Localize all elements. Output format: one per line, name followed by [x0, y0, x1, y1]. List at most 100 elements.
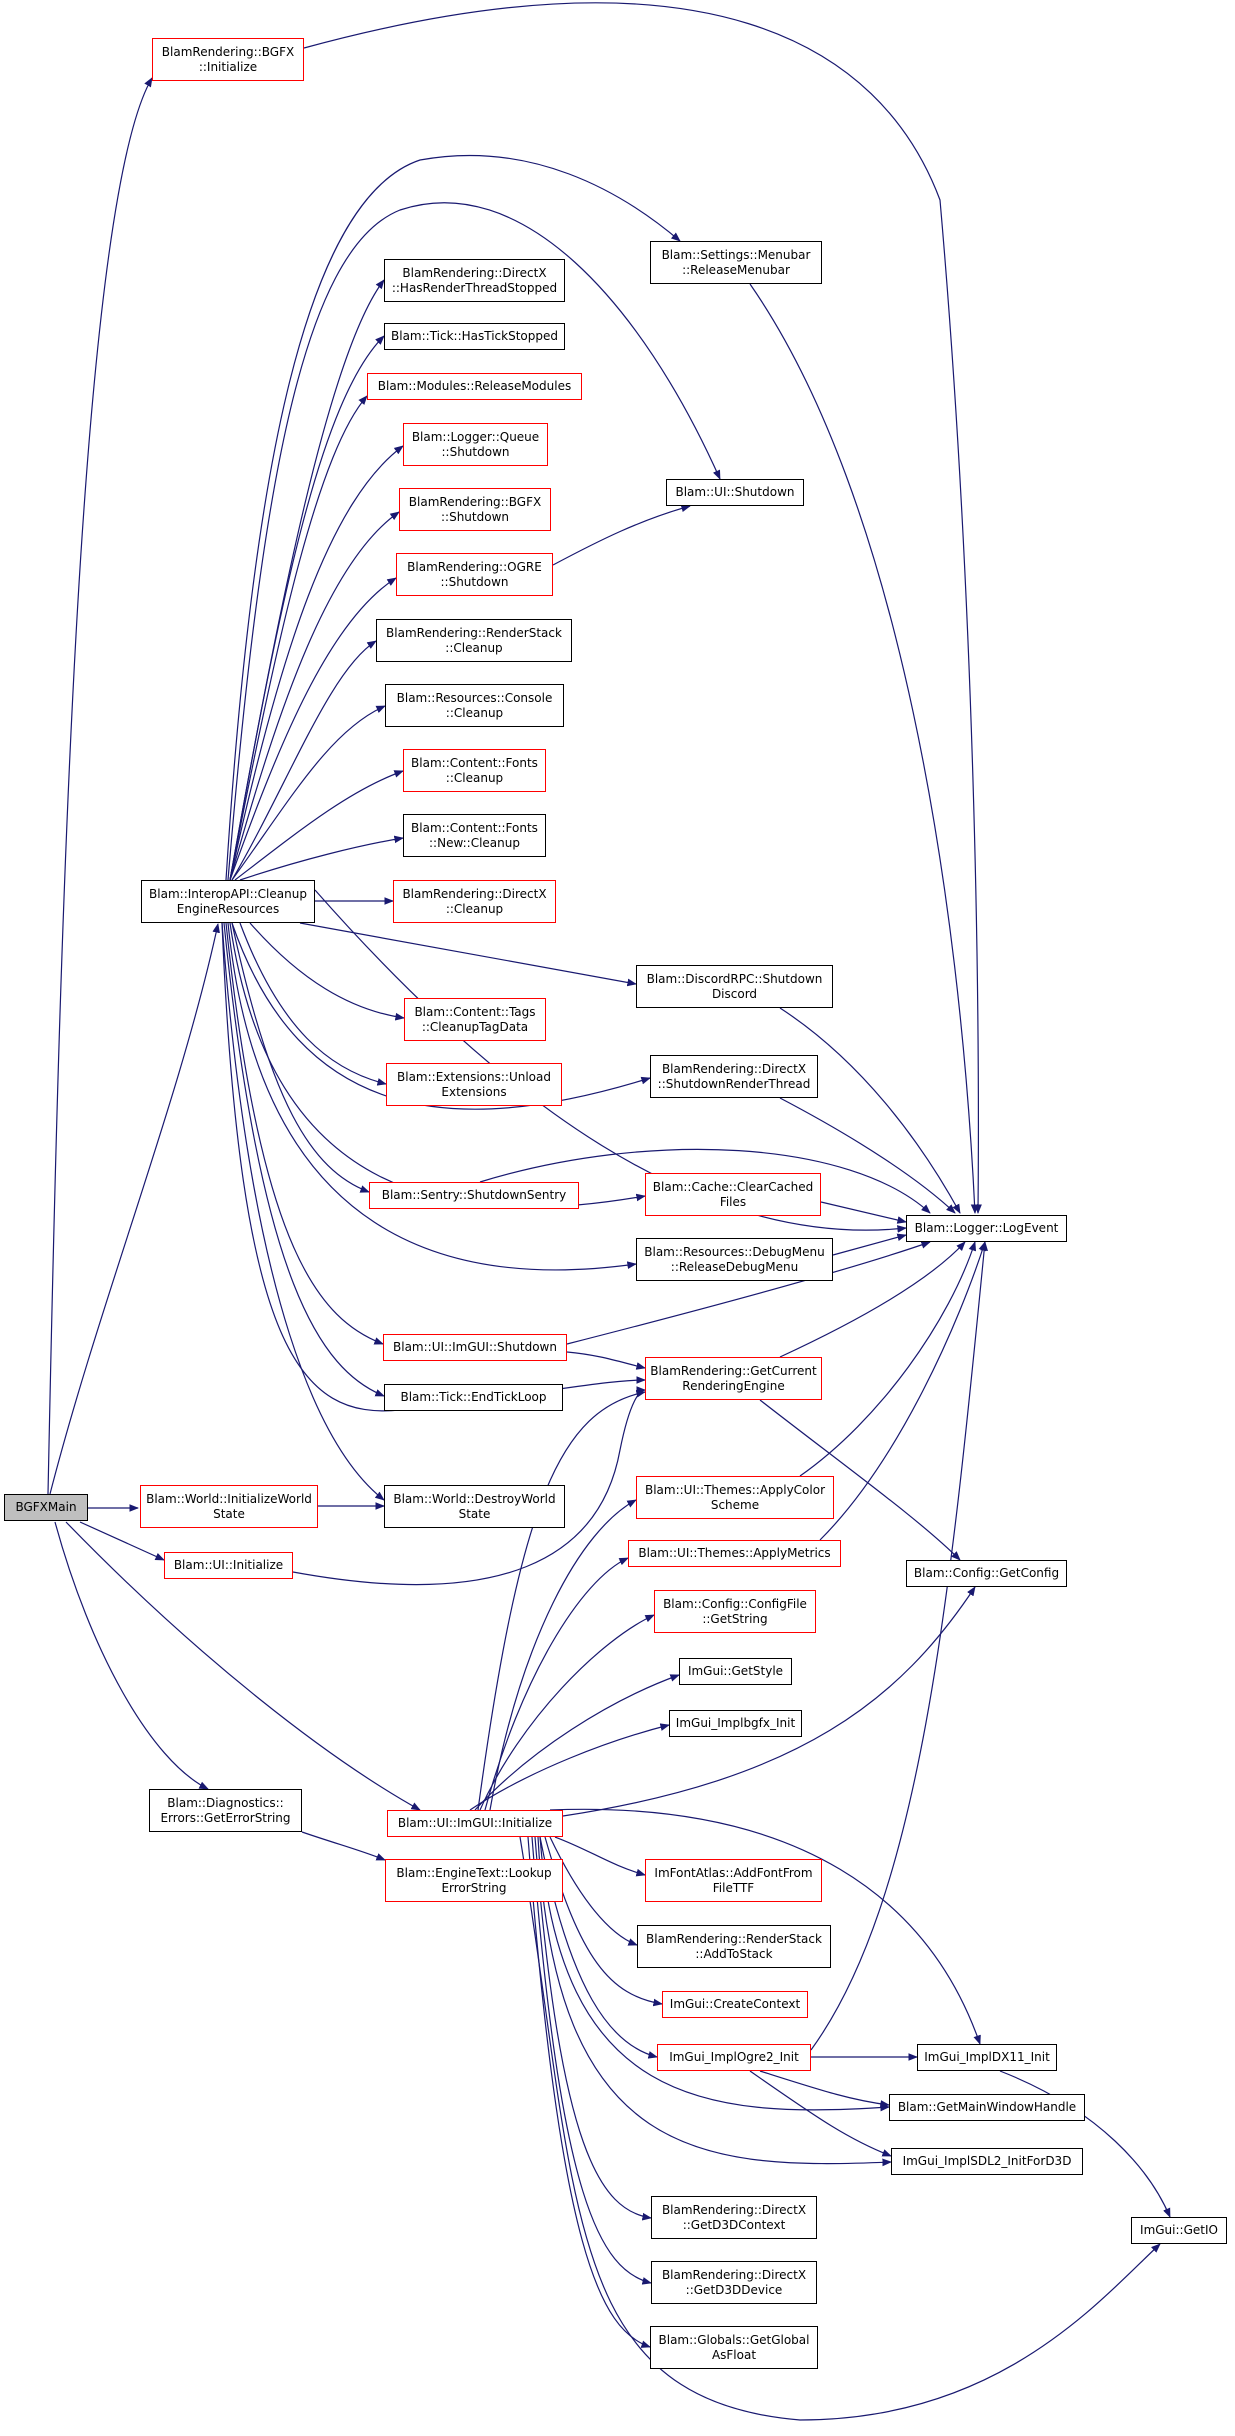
edge-interop-hastick	[229, 335, 385, 881]
node-directx-shutdownrenderthread[interactable]: BlamRendering::DirectX ::ShutdownRenderT…	[650, 1055, 818, 1098]
node-getmainwindowhandle[interactable]: Blam::GetMainWindowHandle	[889, 2094, 1085, 2121]
node-ui-themes-applymetrics[interactable]: Blam::UI::Themes::ApplyMetrics	[628, 1540, 841, 1567]
edge-menubar-logevent	[749, 283, 979, 1214]
edge-imguiinit-getio	[519, 1836, 1161, 2421]
edge-diag-lookup	[301, 1831, 386, 1861]
node-config-getconfig[interactable]: Blam::Config::GetConfig	[906, 1560, 1067, 1587]
node-imgui-getio[interactable]: ImGui::GetIO	[1131, 2217, 1227, 2244]
node-world-destroyworldstate[interactable]: Blam::World::DestroyWorld State	[384, 1485, 565, 1528]
node-renderstack-addtostack[interactable]: BlamRendering::RenderStack ::AddToStack	[637, 1925, 831, 1968]
node-ui-initialize[interactable]: Blam::UI::Initialize	[164, 1552, 293, 1579]
edge-imguiinit-sdl2	[537, 1836, 892, 2167]
edge-interop-menubar	[225, 154, 681, 881]
node-discordrpc-shutdown[interactable]: Blam::DiscordRPC::Shutdown Discord	[636, 965, 833, 1008]
node-settings-menubar-release[interactable]: Blam::Settings::Menubar ::ReleaseMenubar	[650, 241, 822, 284]
edge-interop-fontsnew	[239, 835, 404, 881]
node-directx-getd3dcontext[interactable]: BlamRendering::DirectX ::GetD3DContext	[651, 2196, 817, 2239]
node-globals-getglobalasfloat[interactable]: Blam::Globals::GetGlobal AsFloat	[650, 2326, 818, 2369]
edge-imguiinit-globalfloat	[527, 1836, 651, 2348]
edge-imguiinit-fontatlas	[554, 1836, 646, 1877]
node-getcurrentrenderingengine[interactable]: BlamRendering::GetCurrent RenderingEngin…	[645, 1357, 822, 1400]
edge-interop-getcurrent	[221, 922, 646, 1412]
node-modules-releasemodules[interactable]: Blam::Modules::ReleaseModules	[367, 373, 582, 400]
edge-imguiinit-dx11	[549, 1808, 981, 2045]
node-imgui-implogre2-init[interactable]: ImGui_ImplOgre2_Init	[657, 2044, 811, 2071]
node-content-fonts-new-cleanup[interactable]: Blam::Content::Fonts ::New::Cleanup	[403, 814, 546, 857]
edge-ogre-uishutdown	[552, 504, 691, 566]
node-logger-queue-shutdown[interactable]: Blam::Logger::Queue ::Shutdown	[403, 423, 548, 466]
edge-imguishut-logevent	[566, 1241, 931, 1345]
edge-debugmenu-logevent	[832, 1233, 907, 1256]
edge-imguiinit-getconfig	[562, 1586, 976, 1817]
edge-ogre2-logevent	[810, 1241, 988, 2051]
node-extensions-unload[interactable]: Blam::Extensions::Unload Extensions	[386, 1063, 562, 1106]
node-directx-hasrenderthreadstopped[interactable]: BlamRendering::DirectX ::HasRenderThread…	[384, 259, 565, 302]
edge-getcurrent-getconfig	[759, 1399, 961, 1561]
node-diagnostics-geterrorstring[interactable]: Blam::Diagnostics:: Errors::GetErrorStri…	[149, 1789, 302, 1832]
edge-cache-logevent	[820, 1201, 907, 1224]
node-imfontatlas-addfontfromfilettf[interactable]: ImFontAtlas::AddFontFrom FileTTF	[645, 1859, 822, 1902]
node-ui-imgui-initialize[interactable]: Blam::UI::ImGUI::Initialize	[387, 1810, 563, 1837]
edge-interop-ogreshut	[229, 577, 397, 881]
edge-colorscheme-logevent	[799, 1241, 977, 1477]
node-sentry-shutdown[interactable]: Blam::Sentry::ShutdownSentry	[369, 1182, 579, 1209]
node-imgui-implsdl2-initford3d[interactable]: ImGui_ImplSDL2_InitForD3D	[891, 2148, 1083, 2175]
node-logger-logevent[interactable]: Blam::Logger::LogEvent	[906, 1215, 1067, 1242]
edge-interop-discord	[299, 922, 637, 987]
edge-root-bgfx-init	[47, 77, 153, 1495]
node-imgui-createcontext[interactable]: ImGui::CreateContext	[662, 1991, 808, 2018]
node-world-initializeworldstate[interactable]: Blam::World::InitializeWorld State	[140, 1485, 318, 1528]
edge-interop-loggerqueue	[229, 445, 404, 881]
node-bgfxmain[interactable]: BGFXMain	[4, 1494, 88, 1521]
edge-uiinit-getcurrent	[292, 1386, 646, 1586]
node-bgfx-initialize[interactable]: BlamRendering::BGFX ::Initialize	[152, 38, 304, 81]
edge-interop-bgfxshut	[229, 511, 400, 881]
edge-imguiinit-getstyle	[474, 1674, 680, 1811]
edge-sentry-logevent	[479, 1148, 931, 1214]
edge-interop-destroyworld	[221, 922, 385, 1501]
node-content-tags-cleanup[interactable]: Blam::Content::Tags ::CleanupTagData	[404, 998, 546, 1041]
edge-root-interop	[49, 923, 220, 1495]
edge-root-diag	[54, 1521, 209, 1790]
node-config-configfile-getstring[interactable]: Blam::Config::ConfigFile ::GetString	[654, 1590, 816, 1633]
edge-interop-uishutdown	[227, 202, 721, 881]
node-tick-endtickloop[interactable]: Blam::Tick::EndTickLoop	[384, 1384, 563, 1411]
node-directx-cleanup[interactable]: BlamRendering::DirectX ::Cleanup	[393, 880, 556, 923]
edge-ogre2-mainwindow	[759, 2070, 890, 2108]
node-ui-themes-applycolorscheme[interactable]: Blam::UI::Themes::ApplyColor Scheme	[636, 1476, 834, 1519]
node-content-fonts-cleanup[interactable]: Blam::Content::Fonts ::Cleanup	[403, 749, 546, 792]
node-imgui-impldx11-init[interactable]: ImGui_ImplDX11_Init	[917, 2044, 1057, 2071]
edge-imguishut-getcurrent	[566, 1351, 646, 1370]
edge-metrics-logevent	[819, 1241, 987, 1541]
node-ogre-shutdown[interactable]: BlamRendering::OGRE ::Shutdown	[396, 553, 553, 596]
edge-discord-logevent	[779, 1007, 961, 1214]
edge-interop-renderstack	[231, 640, 377, 881]
node-renderstack-cleanup[interactable]: BlamRendering::RenderStack ::Cleanup	[376, 619, 572, 662]
edge-interop-endtick	[223, 922, 385, 1397]
node-ui-shutdown[interactable]: Blam::UI::Shutdown	[666, 479, 804, 506]
node-resources-console-cleanup[interactable]: Blam::Resources::Console ::Cleanup	[385, 684, 564, 727]
edge-ogre2-sdl2	[749, 2070, 892, 2157]
edge-interop-fonts	[234, 770, 404, 881]
edge-imguiinit-getd3dcontext	[534, 1836, 652, 2221]
edge-root-imguiinit	[65, 1521, 421, 1811]
edge-interop-tags	[249, 922, 405, 1021]
node-ui-imgui-shutdown[interactable]: Blam::UI::ImGUI::Shutdown	[383, 1334, 567, 1361]
node-imgui-implbgfx-init[interactable]: ImGui_Implbgfx_Init	[669, 1710, 802, 1737]
node-resources-debugmenu-release[interactable]: Blam::Resources::DebugMenu ::ReleaseDebu…	[636, 1238, 833, 1281]
edge-imguiinit-configstr	[479, 1614, 655, 1811]
node-tick-hastickstopped[interactable]: Blam::Tick::HasTickStopped	[384, 323, 565, 350]
node-interopapi-cleanup[interactable]: Blam::InteropAPI::Cleanup EngineResource…	[141, 880, 315, 923]
edge-bgfx-init-logevent	[303, 2, 982, 1214]
node-enginetext-lookuperrorstring[interactable]: Blam::EngineText::Lookup ErrorString	[385, 1859, 563, 1902]
edge-shutdownrt-logevent	[779, 1097, 956, 1214]
edge-interop-console	[231, 705, 386, 881]
edge-interop-modules	[229, 395, 368, 881]
node-cache-clearcachedfiles[interactable]: Blam::Cache::ClearCached Files	[645, 1173, 821, 1216]
node-bgfx-shutdown[interactable]: BlamRendering::BGFX ::Shutdown	[399, 488, 551, 531]
edge-imguiinit-colorscheme	[489, 1499, 637, 1811]
edge-interop-imguishut	[225, 922, 384, 1345]
node-imgui-getstyle[interactable]: ImGui::GetStyle	[679, 1658, 792, 1685]
node-directx-getd3ddevice[interactable]: BlamRendering::DirectX ::GetD3DDevice	[651, 2261, 817, 2304]
